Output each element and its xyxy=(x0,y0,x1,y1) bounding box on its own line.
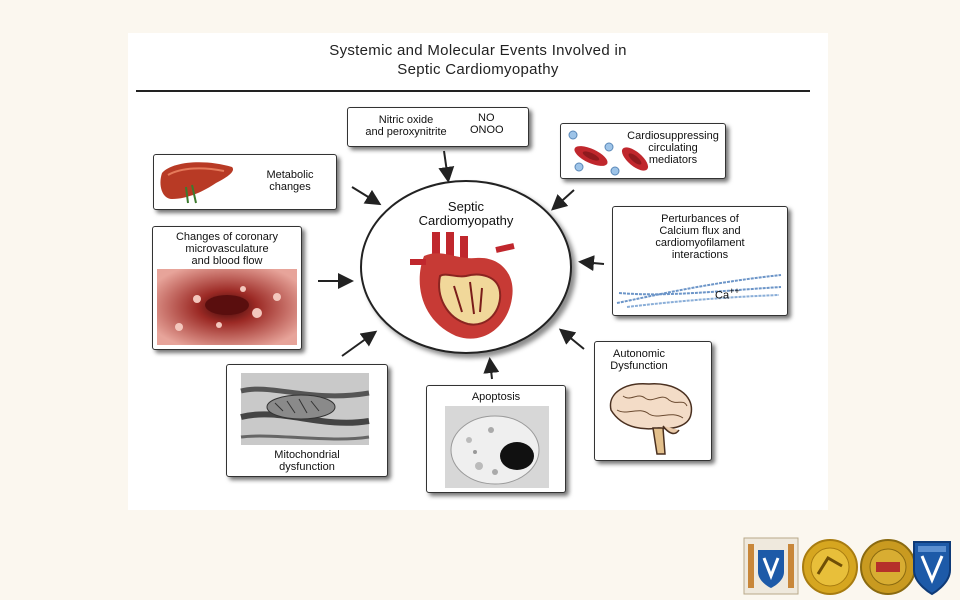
mito-line-2: dysfunction xyxy=(279,461,335,473)
autonomic-box: Autonomic Dysfunction xyxy=(594,341,712,461)
center-label: Septic Cardiomyopathy xyxy=(362,200,570,228)
center-line-2: Cardiomyopathy xyxy=(418,213,514,228)
nitric-line-1: Nitric oxide xyxy=(378,114,434,126)
calcium-line-1: Perturbances of xyxy=(661,213,739,225)
apoptotic-cell-image xyxy=(445,406,549,488)
nitric-formula: NO ONOO xyxy=(470,112,526,136)
calcium-line-4: interactions xyxy=(671,249,729,261)
cardiosuppressing-label: Cardiosuppressing circulating mediators xyxy=(621,130,725,166)
arrow-calcium xyxy=(578,255,605,272)
metabolic-box: Metabolic changes xyxy=(153,154,337,210)
calcium-line-3: cardiomyofilament xyxy=(655,237,745,249)
ca-charge: ++ xyxy=(729,286,740,296)
mitochondrial-box: Mitochondrial dysfunction xyxy=(226,364,388,477)
cardiosuppressing-box: Cardiosuppressing circulating mediators xyxy=(560,123,726,179)
arrow-cardiosuppressing xyxy=(551,189,575,211)
no-formula: NO xyxy=(478,112,495,124)
center-line-1: Septic xyxy=(447,199,485,214)
calcium-label: Perturbances of Calcium flux and cardiom… xyxy=(613,213,787,261)
coronary-line-1: Changes of coronary xyxy=(175,231,279,243)
title-divider xyxy=(136,90,810,92)
mitochondria-image xyxy=(240,373,370,445)
cardio-line-2: circulating xyxy=(648,142,698,154)
coronary-line-2: microvasculature xyxy=(185,243,269,255)
metabolic-line-2: changes xyxy=(269,181,311,193)
autonomic-line-1: Autonomic xyxy=(613,348,665,360)
coronary-label: Changes of coronary microvasculature and… xyxy=(153,231,301,267)
slide: Systemic and Molecular Events Involved i… xyxy=(128,33,828,510)
coronary-box: Changes of coronary microvasculature and… xyxy=(152,226,302,350)
nitric-oxide-box: Nitric oxide and peroxynitrite NO ONOO xyxy=(347,107,529,147)
arrow-metabolic xyxy=(351,186,382,206)
arrow-nitric xyxy=(438,150,455,183)
arrows-layer xyxy=(318,150,605,380)
autonomic-line-2: Dysfunction xyxy=(610,360,668,372)
arrow-mitochondrial xyxy=(341,330,378,357)
heart-icon xyxy=(410,232,515,339)
onoo-formula: ONOO xyxy=(470,124,504,136)
apoptosis-box: Apoptosis xyxy=(426,385,566,493)
arrow-apoptosis xyxy=(483,357,500,380)
calcium-box: Perturbances of Calcium flux and cardiom… xyxy=(612,206,788,316)
blood-vessel-image xyxy=(157,269,297,345)
slide-title: Systemic and Molecular Events Involved i… xyxy=(128,41,828,79)
gold-seal-logo-2 xyxy=(860,539,916,595)
apoptosis-label: Apoptosis xyxy=(427,391,565,403)
septic-cardiomyopathy-oval: Septic Cardiomyopathy xyxy=(360,180,572,354)
institution-logos xyxy=(743,537,951,596)
nitric-line-2: and peroxynitrite xyxy=(365,126,447,138)
autonomic-label: Autonomic Dysfunction xyxy=(599,348,679,372)
metabolic-line-1: Metabolic xyxy=(266,169,314,181)
liver-icon xyxy=(160,162,234,204)
blue-shield-logo xyxy=(913,541,951,596)
title-line-1: Systemic and Molecular Events Involved i… xyxy=(329,42,627,59)
nitric-oxide-label: Nitric oxide and peroxynitrite xyxy=(352,114,460,138)
blood-cells-icon xyxy=(568,130,649,176)
gold-seal-logo-1 xyxy=(802,539,858,595)
university-crest-logo xyxy=(743,537,799,595)
title-line-2: Septic Cardiomyopathy xyxy=(397,61,559,78)
ca-symbol: Ca xyxy=(715,289,730,302)
calcium-line-2: Calcium flux and xyxy=(659,225,741,237)
coronary-line-3: and blood flow xyxy=(191,255,263,267)
cardio-line-1: Cardiosuppressing xyxy=(627,130,719,142)
mito-line-1: Mitochondrial xyxy=(274,449,340,461)
mito-label: Mitochondrial dysfunction xyxy=(227,449,387,473)
apoptosis-line-1: Apoptosis xyxy=(471,391,521,403)
arrow-autonomic xyxy=(558,328,585,350)
metabolic-label: Metabolic changes xyxy=(250,169,330,193)
calcium-ion-label: Ca++ xyxy=(715,285,755,302)
myofilament-icon xyxy=(616,274,782,308)
cardio-line-3: mediators xyxy=(648,154,698,166)
brain-icon xyxy=(609,383,693,455)
